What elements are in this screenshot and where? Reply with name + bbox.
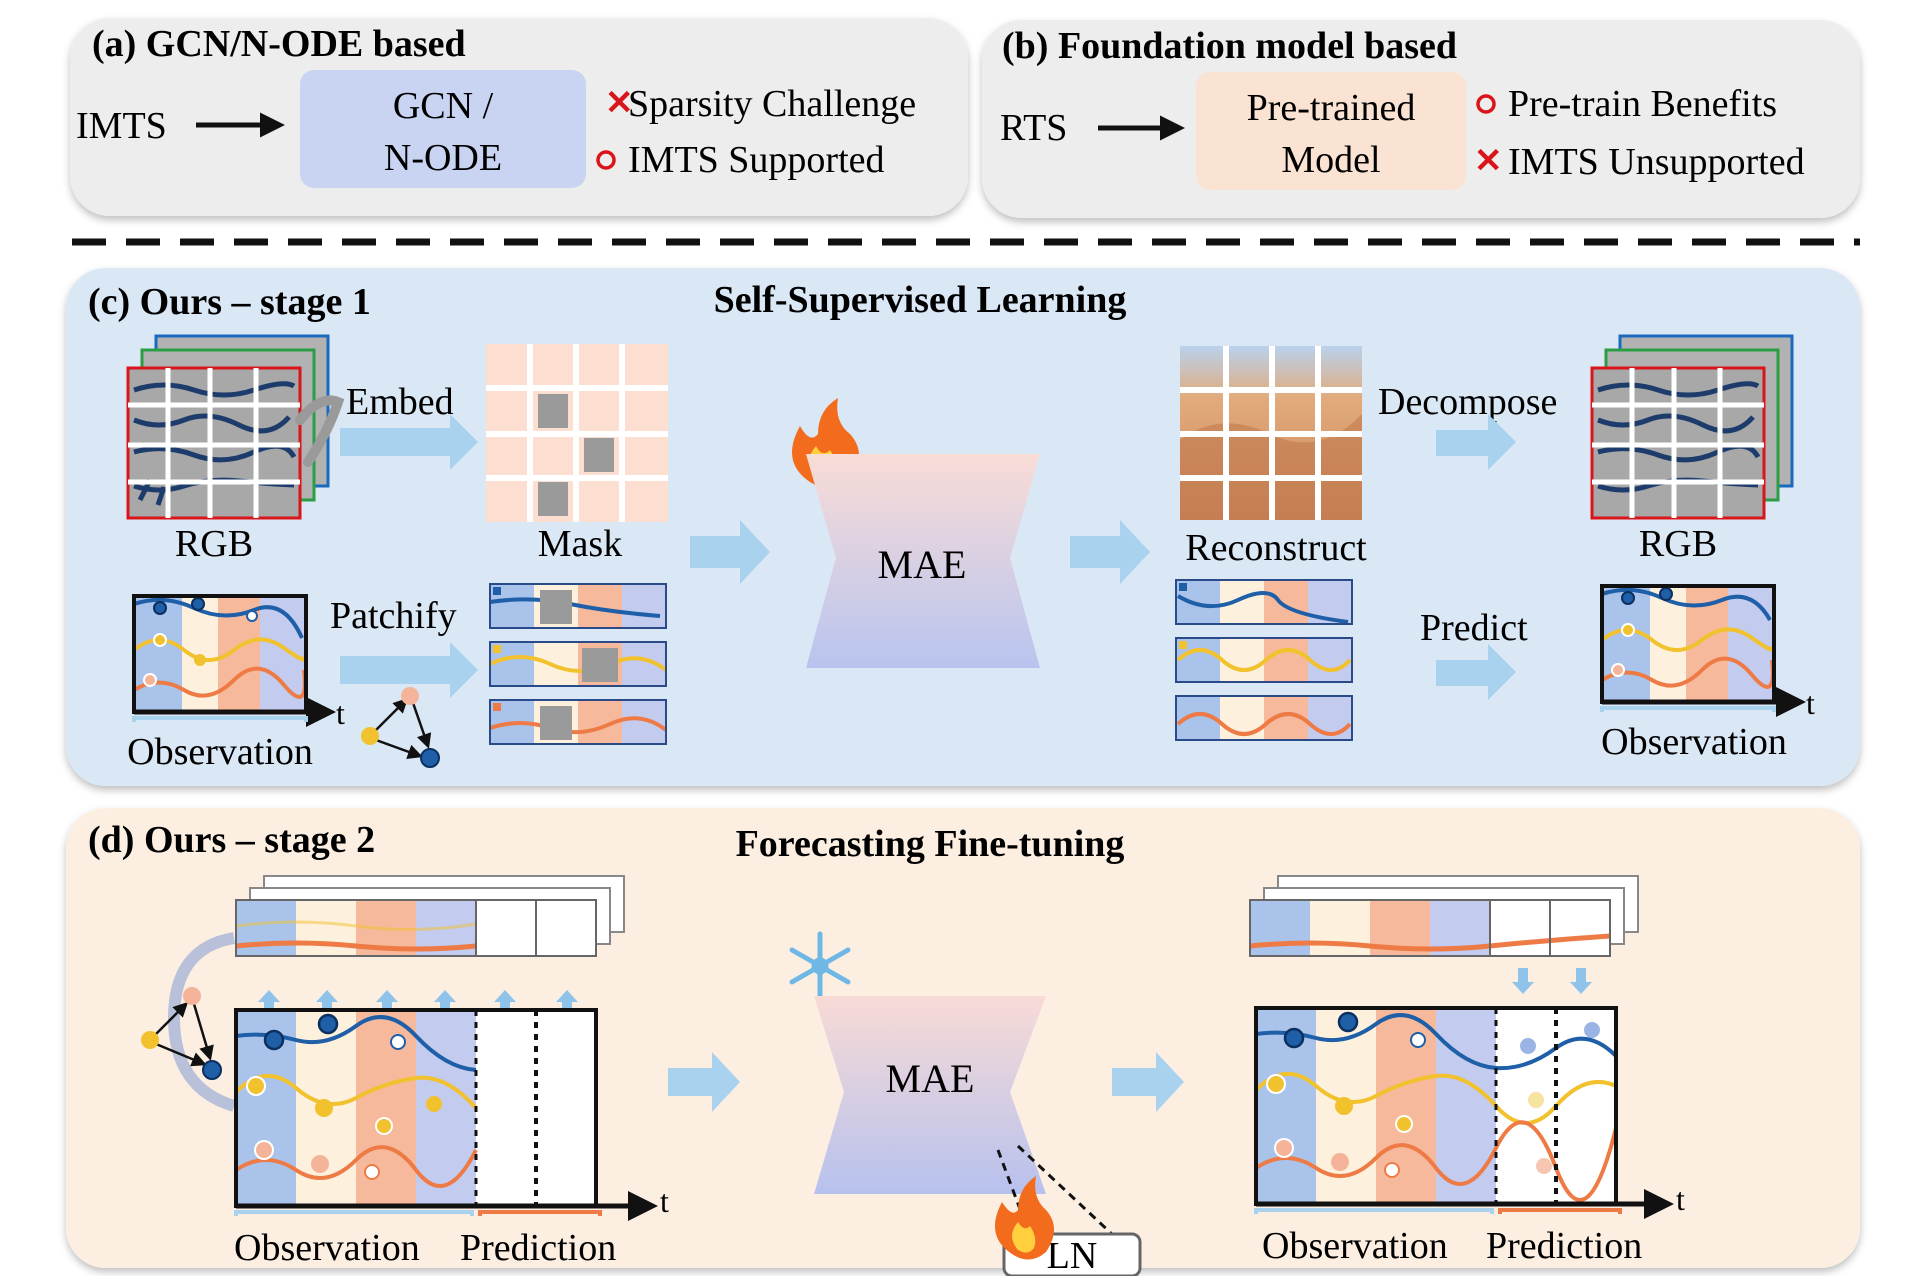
reconstructed-series — [1175, 579, 1353, 741]
panel-c: (c) Ours – stage 1 Self-Supervised Learn… — [66, 268, 1860, 786]
mae-block — [806, 454, 1040, 668]
curved-arrow — [167, 932, 236, 1112]
graph-icon — [361, 687, 440, 768]
embed-arrow — [340, 414, 478, 470]
reconstruct-label: Reconstruct — [1185, 527, 1367, 569]
panel-a-point2: IMTS Supported — [628, 139, 885, 181]
rgb-output-label: RGB — [1639, 523, 1717, 565]
time-axis-label-d-out: t — [1676, 1181, 1685, 1217]
panel-a-model-line1: GCN / — [393, 85, 494, 127]
panel-b-model-line2: Model — [1281, 139, 1380, 181]
forecast-chart-input — [234, 1008, 658, 1221]
decompose-label: Decompose — [1378, 381, 1557, 423]
panel-a-title: (a) GCN/N-ODE based — [92, 23, 466, 65]
embed-label: Embed — [346, 381, 454, 423]
to-mae-arrow — [690, 520, 770, 584]
panel-b-point2: IMTS Unsupported — [1508, 141, 1805, 183]
time-axis-label-c-out: t — [1806, 685, 1815, 721]
panel-a-model-line2: N-ODE — [384, 137, 502, 179]
snowflake-icon — [789, 931, 851, 1001]
graph-icon — [141, 987, 222, 1080]
predict-arrow — [1436, 644, 1516, 700]
observation-d-output-label: Observation — [1262, 1225, 1448, 1267]
panel-a-model-box — [300, 70, 586, 188]
mask-grid — [486, 344, 668, 522]
observation-chart-output — [1600, 584, 1806, 717]
mae-label-d: MAE — [886, 1056, 975, 1101]
mae-label: MAE — [878, 542, 967, 587]
panel-a-point1: Sparsity Challenge — [628, 83, 916, 125]
panel-d-title: (d) Ours – stage 2 — [88, 819, 375, 861]
panel-b-input-label: RTS — [1000, 107, 1067, 149]
up-arrows — [258, 990, 578, 1016]
cross-icon: ✕ — [1474, 143, 1503, 180]
decompose-arrow — [1436, 414, 1516, 470]
mask-label: Mask — [538, 523, 622, 565]
panel-a-input-label: IMTS — [76, 105, 167, 147]
cross-icon: ✕ — [605, 85, 634, 122]
panel-b: (b) Foundation model based RTS Pre-train… — [982, 20, 1860, 218]
rgb-input-label: RGB — [175, 523, 253, 565]
patch-strips-right — [1249, 875, 1639, 957]
down-arrows — [1512, 968, 1592, 994]
prediction-d-output-label: Prediction — [1486, 1225, 1642, 1267]
panel-b-point1: Pre-train Benefits — [1508, 83, 1777, 125]
predict-label: Predict — [1420, 607, 1528, 649]
forecast-chart-output — [1254, 1006, 1674, 1219]
observation-output-label: Observation — [1601, 721, 1787, 763]
panel-d-heading: Forecasting Fine-tuning — [736, 823, 1125, 865]
ln-label: LN — [1047, 1235, 1098, 1276]
panel-b-model-box — [1196, 72, 1466, 190]
rgb-input-stack — [126, 334, 345, 520]
to-mae-arrow-d — [668, 1052, 740, 1112]
from-mae-arrow — [1070, 520, 1150, 584]
panel-b-model-line1: Pre-trained — [1247, 87, 1416, 129]
reconstruct-image — [1180, 346, 1362, 520]
time-axis-label-d-in: t — [660, 1183, 669, 1219]
panel-d: (d) Ours – stage 2 Forecasting Fine-tuni… — [66, 808, 1860, 1276]
observation-chart-input — [132, 594, 336, 727]
patchify-label: Patchify — [330, 595, 457, 637]
patchified-series — [489, 583, 668, 745]
circle-icon — [596, 150, 616, 170]
circle-icon — [1476, 94, 1496, 114]
mae-block-frozen — [814, 996, 1046, 1194]
panel-b-title: (b) Foundation model based — [1002, 25, 1457, 67]
panel-a: (a) GCN/N-ODE based IMTS GCN / N-ODE ✕ S… — [70, 18, 968, 216]
observation-d-input-label: Observation — [234, 1227, 420, 1269]
fire-icon — [994, 1176, 1054, 1260]
patchify-arrow — [340, 642, 478, 698]
panel-c-title: (c) Ours – stage 1 — [88, 281, 371, 323]
from-mae-arrow-d — [1112, 1052, 1184, 1112]
patch-strips-left — [235, 875, 625, 957]
panel-c-heading: Self-Supervised Learning — [714, 279, 1127, 321]
observation-input-label: Observation — [127, 731, 313, 773]
rgb-output-stack — [1590, 334, 1794, 520]
prediction-d-input-label: Prediction — [460, 1227, 616, 1269]
time-axis-label-c-in: t — [336, 695, 345, 731]
